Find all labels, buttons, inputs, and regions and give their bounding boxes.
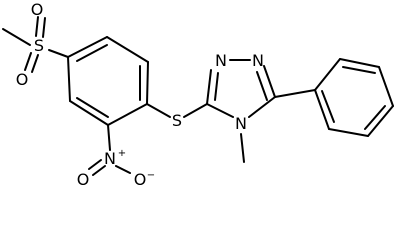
ring1-bond-2 (106, 36, 149, 63)
ring1-bond-4 (107, 103, 148, 126)
ring2-bond-2 (339, 58, 380, 68)
triazole-bond-n1-c5 (263, 65, 276, 98)
bond-sulfonyl-oxygen-top-a (35, 16, 39, 37)
bond-methyl-sulfonyl (2, 28, 31, 46)
ring2-double-2 (364, 105, 386, 130)
bond-ring-thioether (146, 103, 171, 118)
charge-o-nitro: − (147, 170, 155, 181)
ring2-bond-1 (314, 58, 341, 91)
bond-ring-nitro (107, 124, 111, 151)
ring1-bond-3 (146, 61, 149, 105)
bond-nitro-oxygen-left-b (88, 159, 102, 170)
bond-triazole-phenyl (274, 89, 316, 98)
molecule-canvas: O S O S N N N N + O O − (2, 0, 394, 189)
triazole-bond-c5-n4 (248, 96, 276, 118)
bond-thioether-triazole (183, 103, 208, 118)
ring1-double-1 (76, 44, 108, 62)
triazole-bond-c3-n2 (206, 69, 212, 105)
ring2-double-1 (342, 66, 376, 74)
ring2-bond-6 (314, 89, 330, 130)
triazole-double-c3-n2 (214, 72, 219, 101)
atom-s-sulfonyl: S (34, 36, 44, 55)
atom-n-triazole-4: N (235, 114, 247, 133)
ring1-bond-6 (67, 56, 71, 102)
ring2-bond-3 (378, 66, 394, 107)
structure-diagram: O S O S N N N N + O O − (2, 0, 394, 189)
ring1-bond-1 (67, 36, 108, 58)
triazole-bond-n4-c3 (206, 103, 234, 118)
atom-o-sulfonyl-bottom: O (16, 70, 29, 89)
bond-nitro-oxygen-left-a (92, 165, 106, 176)
atom-n-triazole-2: N (215, 51, 227, 70)
bond-sulfonyl-oxygen-bottom-b (31, 54, 39, 73)
ring1-bond-5 (69, 100, 109, 126)
bond-n4-methyl (240, 133, 245, 163)
bond-nitro-oxygen-right (115, 165, 131, 174)
triazole-double-n1-c5 (256, 71, 268, 101)
bond-sulfonyl-ring (48, 49, 69, 58)
atom-n-nitro: N (104, 149, 116, 168)
charge-n-nitro: + (118, 148, 126, 159)
bond-sulfonyl-oxygen-top-b (42, 17, 46, 38)
ring1-double-3 (76, 97, 109, 118)
atom-o-nitro-right: O (134, 170, 147, 189)
atom-s-thioether: S (172, 111, 182, 130)
ring2-double-3 (321, 90, 335, 123)
atom-o-sulfonyl-top: O (31, 0, 44, 19)
ring2-bond-5 (328, 128, 369, 137)
atom-o-nitro-left: O (77, 170, 90, 189)
bond-sulfonyl-oxygen-bottom-a (24, 52, 32, 71)
ring2-bond-4 (367, 105, 394, 137)
atom-n-triazole-1: N (252, 51, 264, 70)
